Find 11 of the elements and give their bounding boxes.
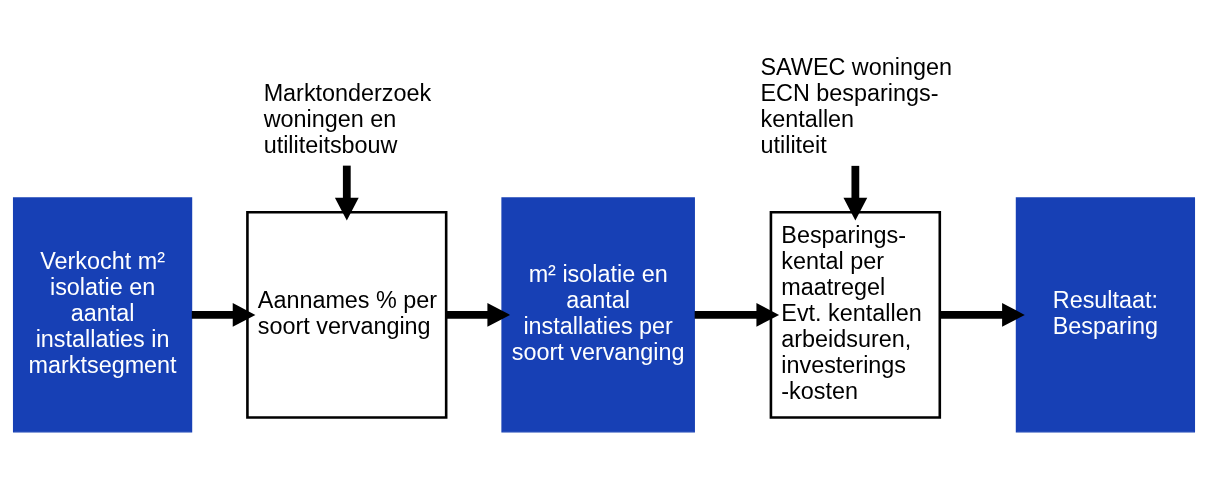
arrow (191, 302, 256, 327)
node-box: m² isolatie en aantal installaties per soort vervanging (501, 196, 695, 432)
arrow (940, 302, 1025, 327)
node-text: Marktonderzoek woningen en utiliteitsbouw (263, 79, 432, 158)
node-text: SAWEC woningen ECN besparings- kentallen utiliteit (760, 53, 952, 158)
node-box: Aannames % per soort vervanging (246, 210, 448, 419)
node-box: Verkocht m² isolatie en aantal installaties in marktsegment (12, 196, 193, 432)
node-box: Besparings- kental per maatregel Evt. kentallen arbeidsuren, investerings -kosten (769, 210, 942, 419)
arrow (694, 302, 780, 327)
node-box: Resultaat: Besparing (1015, 196, 1196, 432)
arrow (446, 302, 511, 327)
